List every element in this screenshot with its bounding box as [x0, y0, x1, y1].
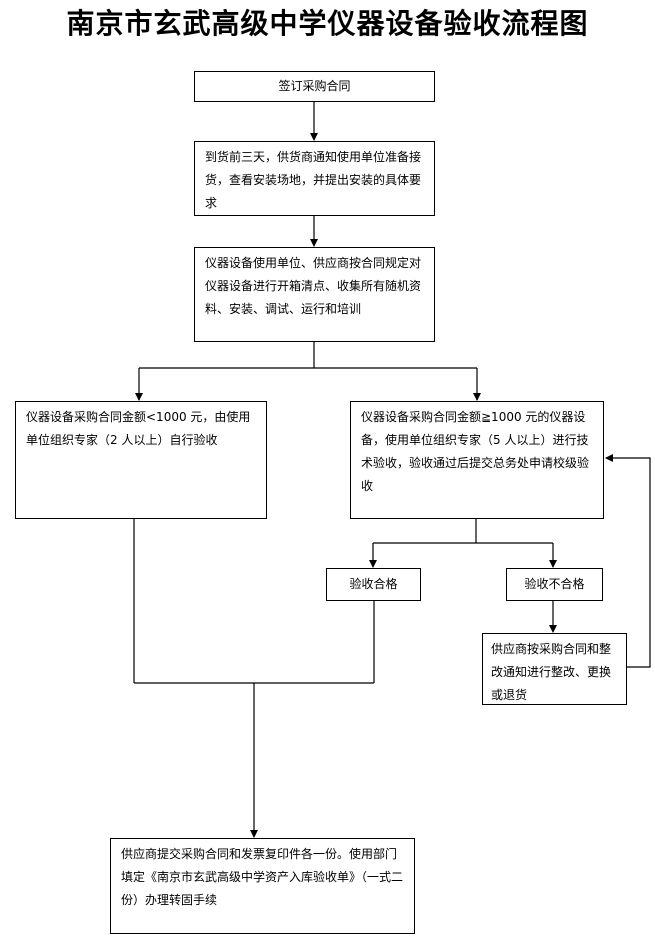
step-large-amount: 仪器设备采购合同金额≧1000 元的仪器设备，使用单位组织专家（5 人以上）进行…	[350, 401, 604, 519]
step-small-amount: 仪器设备采购合同金额<1000 元，由使用单位组织专家（2 人以上）自行验收	[15, 401, 267, 519]
step-pass: 验收合格	[326, 568, 421, 601]
page-title: 南京市玄武高级中学仪器设备验收流程图	[66, 7, 589, 40]
step-rectify: 供应商按采购合同和整改通知进行整改、更换或退货	[482, 633, 627, 705]
step-unpack-install: 仪器设备使用单位、供应商按合同规定对仪器设备进行开箱清点、收集所有随机资料、安装…	[194, 247, 435, 342]
step-sign-contract: 签订采购合同	[194, 71, 435, 102]
step-pre-delivery: 到货前三天，供货商通知使用单位准备接货，查看安装场地，并提出安装的具体要求	[194, 141, 435, 216]
step-fail: 验收不合格	[506, 568, 603, 601]
feedback-loop	[605, 454, 651, 668]
step-final: 供应商提交采购合同和发票复印件各一份。使用部门填定《南京市玄武高级中学资产入库验…	[110, 838, 415, 934]
